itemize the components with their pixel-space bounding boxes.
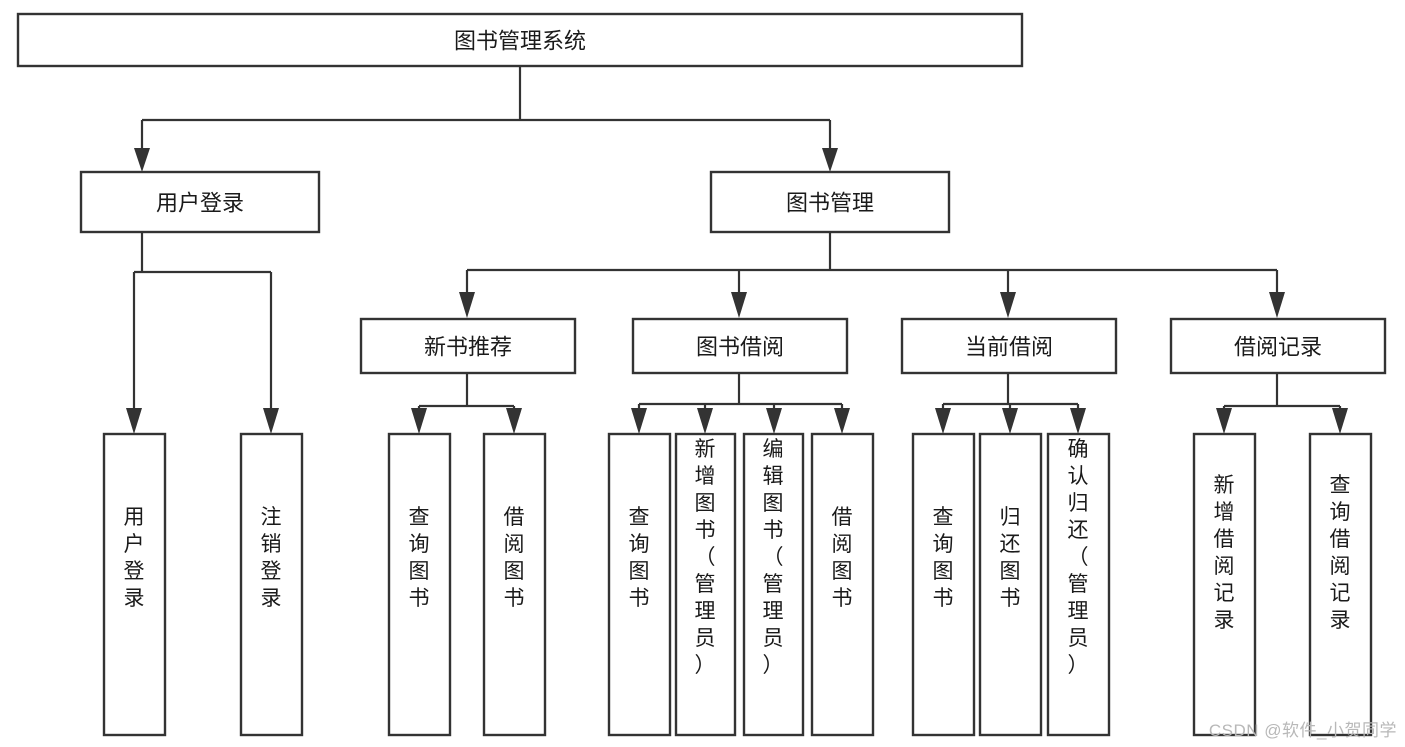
arrow-to-book-borrow bbox=[731, 292, 747, 318]
arrow-to-current-borrow bbox=[1000, 292, 1016, 318]
node-current-borrow-box[interactable] bbox=[900, 317, 1118, 375]
node-leaf-user-login[interactable]: 用户登录 bbox=[102, 432, 167, 737]
node-root[interactable]: 图书管理系统 bbox=[16, 12, 1024, 68]
arrow-to-leaf-record-query bbox=[1332, 408, 1348, 434]
node-leaf-borrow-borrow-book-label: 借阅图书 bbox=[832, 506, 853, 610]
node-new-book-rec-label: 新书推荐 bbox=[424, 335, 512, 360]
node-leaf-current-confirm-return-label: 确认归还（管理员） bbox=[1068, 438, 1089, 677]
node-new-book-rec-box[interactable] bbox=[359, 317, 577, 375]
node-leaf-borrow-add-book-box[interactable] bbox=[674, 432, 737, 737]
arrow-to-leaf-borrow-query-book bbox=[631, 408, 647, 434]
node-leaf-rec-borrow-book-label: 借阅图书 bbox=[504, 506, 525, 610]
node-book-borrow-box[interactable] bbox=[631, 317, 849, 375]
node-root-label: 图书管理系统 bbox=[454, 29, 586, 54]
arrow-to-leaf-borrow-edit-book bbox=[766, 408, 782, 434]
node-leaf-current-query-book-label: 查询图书 bbox=[933, 506, 954, 610]
arrow-to-leaf-current-return-book bbox=[1002, 408, 1018, 434]
node-borrow-record-label: 借阅记录 bbox=[1234, 335, 1322, 360]
node-new-book-rec[interactable]: 新书推荐 bbox=[359, 317, 577, 375]
node-leaf-current-return-book-label: 归还图书 bbox=[1000, 506, 1021, 610]
node-book-manage-box[interactable] bbox=[709, 170, 951, 234]
arrow-to-borrow-record bbox=[1269, 292, 1285, 318]
node-leaf-borrow-edit-book-box[interactable] bbox=[742, 432, 805, 737]
node-leaf-rec-query-book[interactable]: 查询图书 bbox=[387, 432, 452, 737]
node-leaf-record-query-label: 查询借阅记录 bbox=[1330, 474, 1351, 632]
node-leaf-record-add-label: 新增借阅记录 bbox=[1214, 474, 1235, 632]
node-current-borrow-label: 当前借阅 bbox=[965, 335, 1053, 360]
node-leaf-record-query-box[interactable] bbox=[1308, 432, 1373, 737]
node-book-borrow-label: 图书借阅 bbox=[696, 335, 784, 360]
node-book-manage-label: 图书管理 bbox=[786, 191, 874, 216]
edge-layer bbox=[126, 66, 1348, 434]
arrow-to-leaf-rec-query-book bbox=[411, 408, 427, 434]
arrow-to-leaf-current-query-book bbox=[935, 408, 951, 434]
arrow-to-leaf-current-confirm-return bbox=[1070, 408, 1086, 434]
node-leaf-borrow-edit-book-label: 编辑图书（管理员） bbox=[763, 438, 784, 677]
node-root-box[interactable] bbox=[16, 12, 1024, 68]
node-leaf-rec-query-book-box[interactable] bbox=[387, 432, 452, 737]
arrow-to-new-book-rec bbox=[459, 292, 475, 318]
arrow-to-leaf-borrow-add-book bbox=[697, 408, 713, 434]
node-leaf-record-add[interactable]: 新增借阅记录 bbox=[1192, 432, 1257, 737]
node-leaf-borrow-add-book-label: 新增图书（管理员） bbox=[695, 438, 716, 677]
node-leaf-borrow-borrow-book[interactable]: 借阅图书 bbox=[810, 432, 875, 737]
arrow-to-leaf-borrow-borrow-book bbox=[834, 408, 850, 434]
node-leaf-borrow-borrow-book-box[interactable] bbox=[810, 432, 875, 737]
node-leaf-current-return-book-box[interactable] bbox=[978, 432, 1043, 737]
node-leaf-borrow-query-book[interactable]: 查询图书 bbox=[607, 432, 672, 737]
node-leaf-user-logout-box[interactable] bbox=[239, 432, 304, 737]
node-user-login-label: 用户登录 bbox=[156, 191, 244, 216]
arrow-to-leaf-rec-borrow-book bbox=[506, 408, 522, 434]
arrow-to-leaf-record-add bbox=[1216, 408, 1232, 434]
node-leaf-user-logout[interactable]: 注销登录 bbox=[239, 432, 304, 737]
arrow-to-leaf-user-logout bbox=[263, 408, 279, 434]
node-borrow-record[interactable]: 借阅记录 bbox=[1169, 317, 1387, 375]
arrow-to-user-login bbox=[134, 148, 150, 172]
node-current-borrow[interactable]: 当前借阅 bbox=[900, 317, 1118, 375]
node-leaf-rec-borrow-book[interactable]: 借阅图书 bbox=[482, 432, 547, 737]
node-leaf-current-query-book[interactable]: 查询图书 bbox=[911, 432, 976, 737]
node-leaf-record-query[interactable]: 查询借阅记录 bbox=[1308, 432, 1373, 737]
node-leaf-user-login-label: 用户登录 bbox=[124, 506, 145, 610]
node-leaf-current-return-book[interactable]: 归还图书 bbox=[978, 432, 1043, 737]
node-leaf-record-add-box[interactable] bbox=[1192, 432, 1257, 737]
node-borrow-record-box[interactable] bbox=[1169, 317, 1387, 375]
node-leaf-user-logout-label: 注销登录 bbox=[261, 506, 282, 610]
node-leaf-borrow-add-book[interactable]: 新增图书（管理员） bbox=[674, 432, 737, 737]
node-leaf-current-confirm-return[interactable]: 确认归还（管理员） bbox=[1046, 432, 1111, 737]
node-leaf-current-confirm-return-box[interactable] bbox=[1046, 432, 1111, 737]
arrow-to-leaf-user-login bbox=[126, 408, 142, 434]
node-leaf-rec-query-book-label: 查询图书 bbox=[409, 506, 430, 610]
node-leaf-current-query-book-box[interactable] bbox=[911, 432, 976, 737]
node-user-login[interactable]: 用户登录 bbox=[79, 170, 321, 234]
node-user-login-box[interactable] bbox=[79, 170, 321, 234]
node-leaf-borrow-query-book-label: 查询图书 bbox=[629, 506, 650, 610]
arrow-to-book-manage bbox=[822, 148, 838, 172]
node-leaf-rec-borrow-book-box[interactable] bbox=[482, 432, 547, 737]
node-leaf-user-login-box[interactable] bbox=[102, 432, 167, 737]
node-book-borrow[interactable]: 图书借阅 bbox=[631, 317, 849, 375]
node-leaf-borrow-query-book-box[interactable] bbox=[607, 432, 672, 737]
node-book-manage[interactable]: 图书管理 bbox=[709, 170, 951, 234]
node-leaf-borrow-edit-book[interactable]: 编辑图书（管理员） bbox=[742, 432, 805, 737]
